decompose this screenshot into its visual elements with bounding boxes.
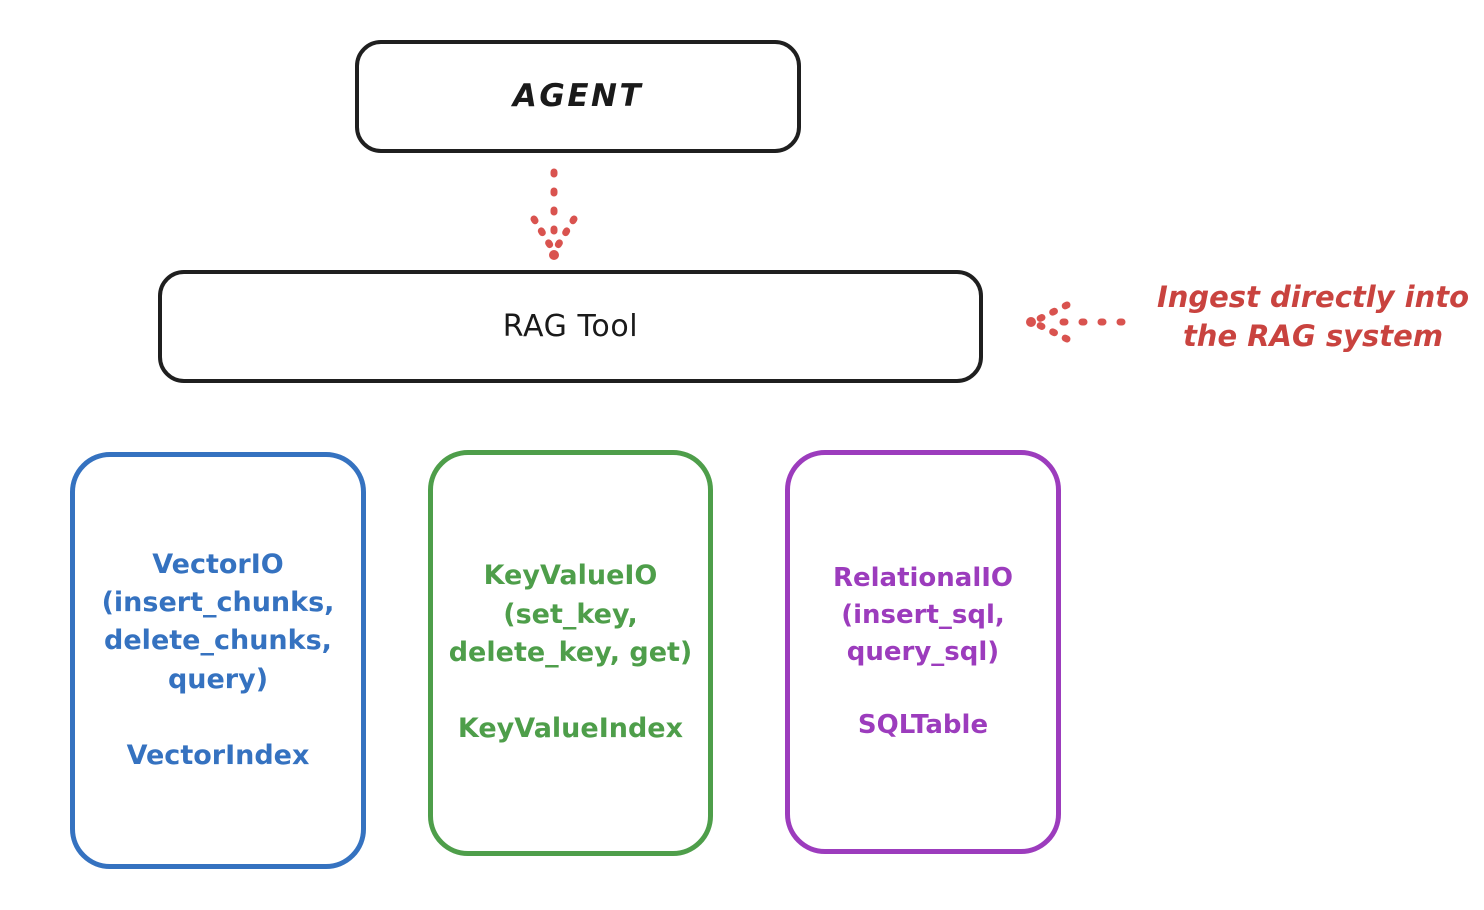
rag-tool-label: RAG Tool: [502, 308, 639, 344]
relational-io-box[interactable]: RelationalIO (insert_sql, query_sql) SQL…: [785, 450, 1061, 854]
relational-io-label: RelationalIO (insert_sql, query_sql) SQL…: [832, 562, 1014, 741]
agent-box[interactable]: AGENT: [355, 40, 801, 153]
vector-io-box[interactable]: VectorIO (insert_chunks, delete_chunks, …: [70, 452, 366, 869]
key-value-io-box[interactable]: KeyValueIO (set_key, delete_key, get) Ke…: [428, 450, 713, 856]
arrow-annotation-to-rag-tool: [1026, 301, 1126, 343]
rag-tool-box[interactable]: RAG Tool: [158, 270, 983, 383]
agent-label: AGENT: [512, 78, 644, 115]
key-value-io-label: KeyValueIO (set_key, delete_key, get) Ke…: [448, 560, 693, 745]
arrow-agent-to-rag-tool: [530, 168, 578, 260]
ingest-annotation: Ingest directly into the RAG system: [1156, 280, 1470, 353]
vector-io-label: VectorIO (insert_chunks, delete_chunks, …: [101, 548, 335, 772]
